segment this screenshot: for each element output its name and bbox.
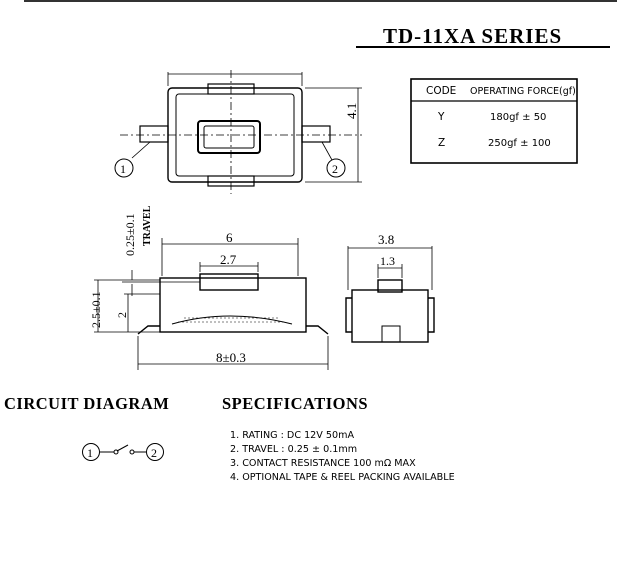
table-cell-force: 180gf ± 50 (490, 112, 546, 123)
terminal-right (301, 125, 331, 143)
title-underline (356, 46, 610, 48)
front-body-outline (159, 277, 307, 333)
dim-height-top: 4.1 (344, 103, 359, 119)
switch-contact (116, 444, 129, 452)
spec-item: 2. TRAVEL : 0.25 ± 0.1mm (230, 444, 358, 455)
side-body-outline (351, 289, 429, 343)
dim-travel: 0.25±0.1 (123, 213, 137, 256)
dim-side-button: 1.3 (380, 254, 395, 268)
spec-item: 3. CONTACT RESISTANCE 100 mΩ MAX (230, 458, 416, 469)
side-view-drawing: 3.8 1.3 (345, 232, 435, 343)
table-header-force: OPERATING FORCE(gf) (470, 86, 576, 97)
front-button-outline (199, 273, 259, 291)
dim-total-length: 8±0.3 (216, 350, 246, 365)
top-view-drawing: 4.1 1 2 (114, 70, 362, 194)
top-rule (24, 0, 617, 2)
circuit-terminal-1: 1 (87, 446, 93, 460)
dim-side-width: 3.8 (378, 232, 394, 247)
button-outline (197, 120, 261, 154)
table-cell-force: 250gf ± 100 (488, 138, 551, 149)
dim-body-height: 2 (115, 312, 129, 318)
dim-travel-word: TRAVEL (142, 205, 153, 246)
terminal-left (139, 125, 169, 143)
table-cell-code: Z (438, 137, 445, 149)
circuit-terminal-2: 2 (151, 446, 157, 460)
circuit-diagram-heading: CIRCUIT DIAGRAM (4, 394, 170, 413)
front-view-drawing: 6 2.7 2.5±0.1 2 8±0.3 0.25±0.1 TRAVEL (89, 205, 329, 370)
terminal-1-marker (114, 158, 134, 178)
terminal-1-label: 1 (120, 162, 126, 176)
specifications-heading: SPECIFICATIONS (222, 394, 369, 413)
spec-item: 1. RATING : DC 12V 50mA (230, 430, 355, 441)
terminal-2-label: 2 (332, 162, 338, 176)
dim-body-width: 6 (226, 230, 233, 245)
circuit-diagram: 1 2 (82, 443, 164, 461)
operating-force-table: CODE OPERATING FORCE(gf) Y 180gf ± 50 Z … (410, 78, 578, 164)
series-title: TD-11XA SERIES (383, 24, 563, 48)
spec-item: 4. OPTIONAL TAPE & REEL PACKING AVAILABL… (230, 472, 455, 483)
table-cell-code: Y (437, 111, 445, 123)
dim-button-width: 2.7 (220, 252, 237, 267)
terminal-2-marker (326, 158, 346, 178)
table-header-code: CODE (426, 85, 456, 97)
dim-total-height: 2.5±0.1 (89, 291, 103, 328)
